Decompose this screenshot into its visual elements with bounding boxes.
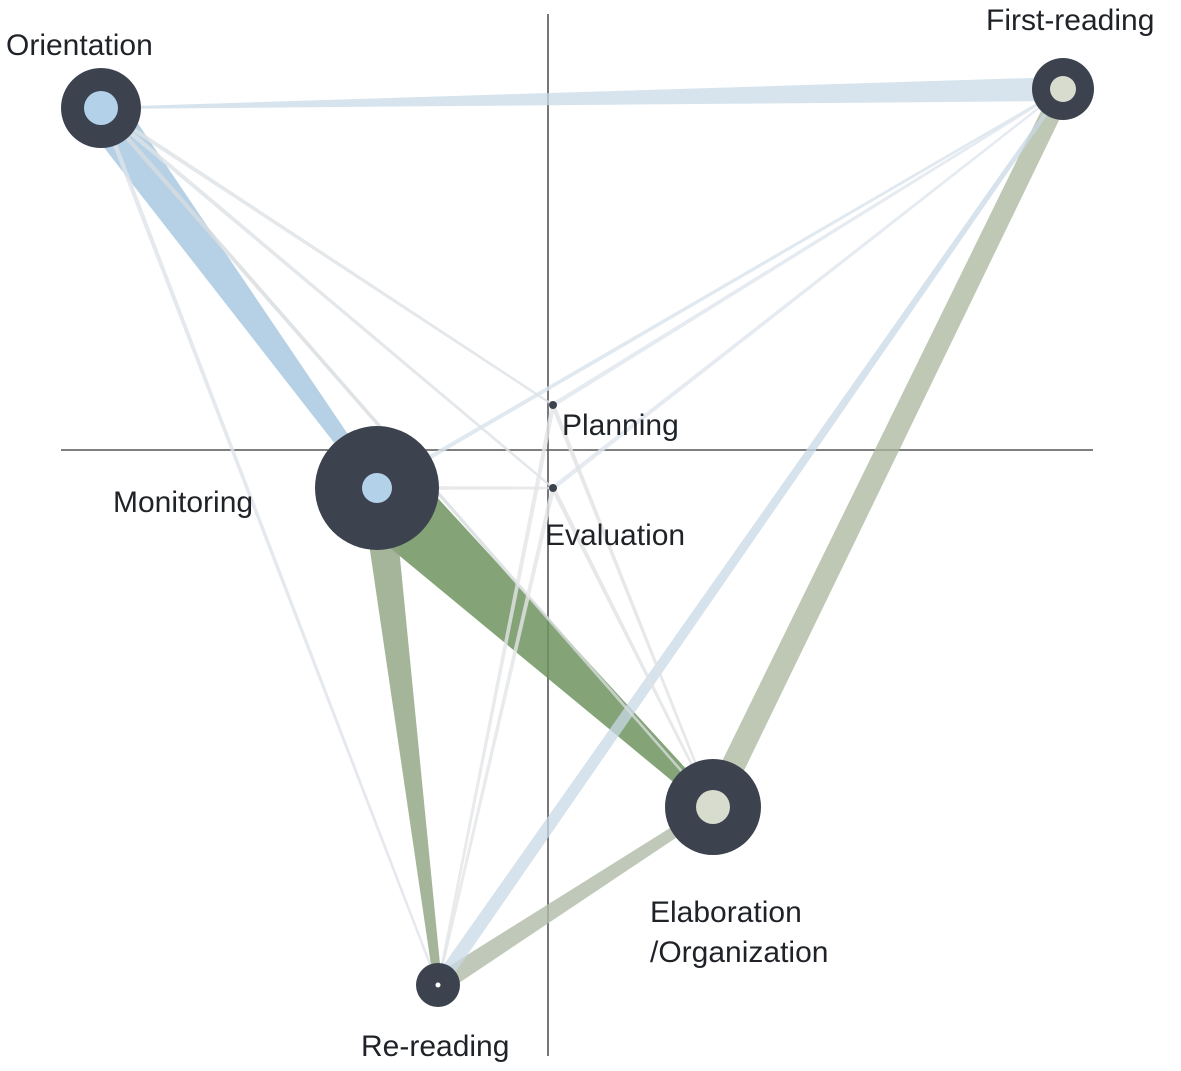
node-core	[435, 982, 441, 988]
edge-planning-to-first-reading	[551, 88, 1064, 407]
edge-orientation-to-evaluation	[99, 106, 554, 489]
edge-evaluation-to-rereading	[436, 487, 556, 986]
node-label-planning: Planning	[562, 409, 679, 442]
edge-evaluation-to-first-reading	[551, 88, 1064, 490]
edge-rereading-to-first-reading	[432, 87, 1065, 989]
node-core	[696, 790, 730, 824]
edge-rereading-to-elaboration	[432, 802, 716, 994]
edge-orientation-to-first-reading	[101, 77, 1064, 109]
node-label-evaluation: Evaluation	[545, 519, 686, 552]
edge-orientation-to-rereading	[98, 107, 440, 986]
node-label-organization: /Organization	[650, 936, 829, 969]
node-label-elaboration: Elaboration	[650, 896, 802, 929]
edges	[83, 77, 1072, 994]
edge-planning-to-elaboration	[551, 404, 715, 808]
node-first-reading	[1032, 58, 1094, 120]
edge-evaluation-to-elaboration	[551, 487, 715, 808]
node-ring	[549, 401, 557, 409]
node-core	[84, 91, 118, 125]
edge-orientation-to-planning	[99, 106, 554, 406]
nodes	[61, 58, 1094, 1007]
node-label-rereading: Re-reading	[361, 1030, 510, 1063]
node-core	[362, 473, 392, 503]
node-elaboration	[665, 759, 761, 855]
node-ring	[549, 484, 557, 492]
edge-planning-to-rereading	[436, 404, 556, 986]
node-evaluation	[549, 484, 557, 492]
edge-monitoring-to-rereading	[361, 486, 442, 986]
node-core	[1050, 76, 1076, 102]
node-rereading	[416, 963, 460, 1007]
node-orientation	[61, 68, 141, 148]
edge-first-reading-to-elaboration	[702, 84, 1072, 813]
node-label-first-reading: First-reading	[986, 4, 1155, 37]
node-monitoring	[315, 426, 439, 550]
node-planning	[549, 401, 557, 409]
edge-orientation-to-monitoring	[83, 95, 382, 492]
node-label-orientation: Orientation	[6, 29, 153, 62]
node-label-monitoring: Monitoring	[113, 486, 254, 519]
edge-monitoring-to-first-reading	[375, 88, 1064, 490]
